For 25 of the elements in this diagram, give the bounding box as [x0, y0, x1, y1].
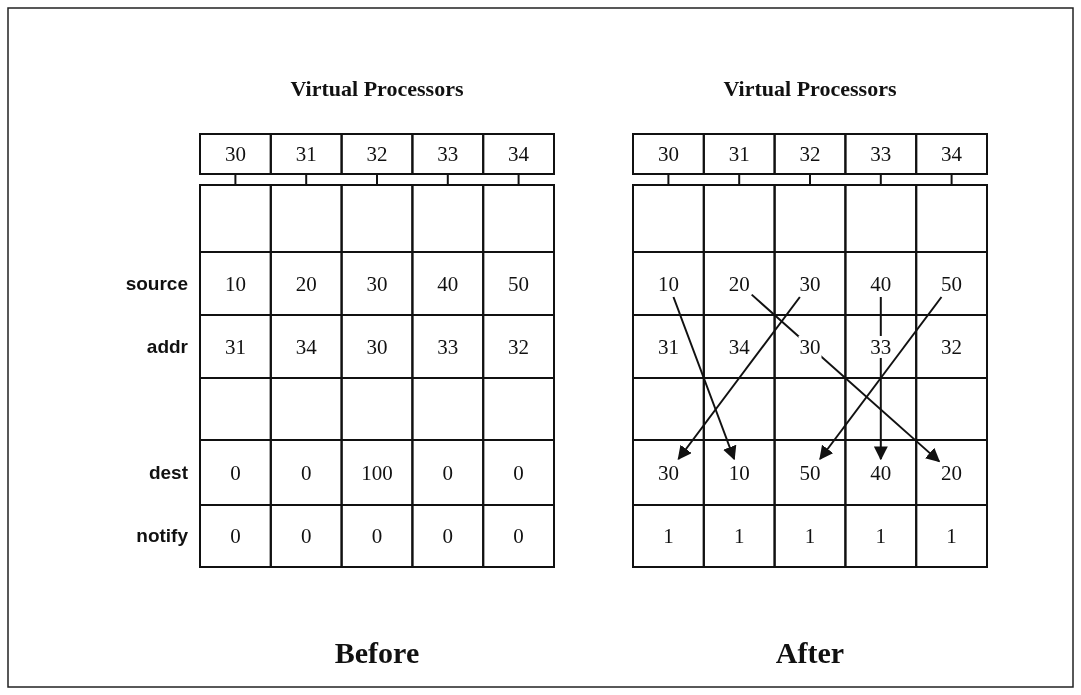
arrow [819, 296, 943, 461]
cell-value: 40 [868, 270, 894, 297]
cell-value: 20 [939, 459, 965, 486]
arrow [672, 296, 737, 461]
cell-value: 30 [655, 459, 681, 486]
panel-caption: After [775, 636, 845, 670]
row-label: dest [148, 461, 188, 484]
cell-value: 20 [726, 270, 752, 297]
row-label: notify [136, 525, 188, 547]
cell-value: 33 [869, 335, 893, 358]
arrow [677, 296, 801, 461]
cell-value: 50 [939, 270, 965, 297]
grid-heading: Virtual Processors [723, 76, 897, 102]
cell-value: 30 [797, 270, 823, 297]
cell-value: 10 [726, 459, 752, 486]
row-label: source [125, 272, 188, 295]
arrow [873, 296, 888, 461]
cell-value: 10 [655, 270, 681, 297]
arrow [750, 293, 941, 463]
panel-caption: Before [334, 636, 420, 670]
row-label: addr [146, 335, 188, 358]
cell-value: 30 [798, 335, 822, 358]
cell-value: 50 [797, 459, 823, 486]
grid-heading: Virtual Processors [290, 76, 464, 102]
cell-value: 40 [868, 459, 894, 486]
